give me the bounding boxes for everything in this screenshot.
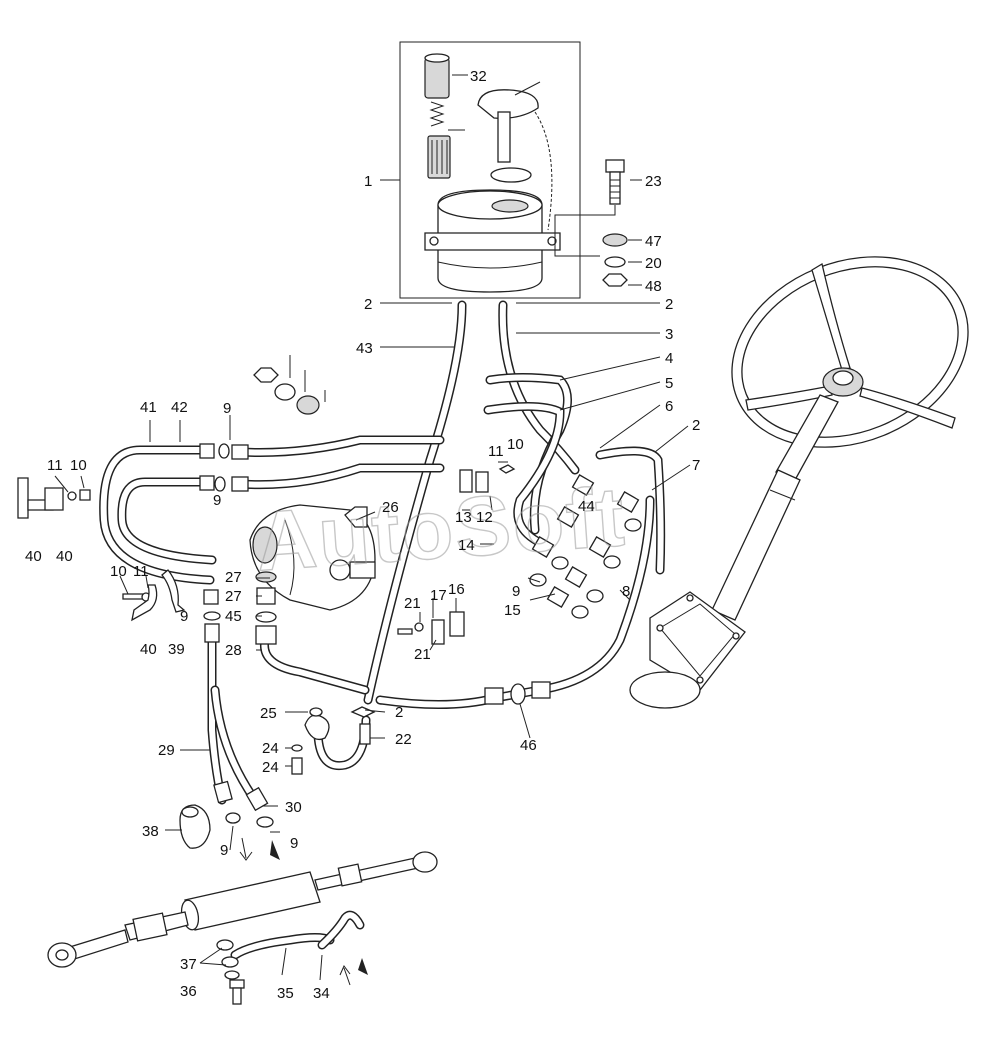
callout-41: 47 (645, 233, 662, 250)
callout-15: 15 (504, 602, 521, 619)
callout-18c: 24 (262, 740, 279, 757)
leader-lines (54, 74, 691, 981)
callout-34: 40 (140, 641, 157, 658)
callout-7: 7 (692, 457, 700, 474)
callout-10b: 10 (70, 457, 87, 474)
callout-39: 43 (356, 340, 373, 357)
callout-40c: 46 (520, 737, 537, 754)
callout-24: 27 (225, 569, 242, 586)
callout-9b: 9 (213, 492, 221, 509)
callout-3: 3 (665, 326, 673, 343)
callout-33: 39 (168, 641, 185, 658)
callout-30: 36 (180, 983, 197, 1000)
callout-18a: 20 (645, 255, 662, 272)
callout-21a: 23 (645, 173, 662, 190)
callout-37: 41 (140, 399, 157, 416)
callout-32: 38 (142, 823, 159, 840)
callout-labels: 32 1 23 47 20 48 2 2 3 43 4 5 6 41 42 9 … (25, 68, 700, 1002)
callout-26: 28 (225, 642, 242, 659)
callout-9c: 9 (512, 583, 520, 600)
callout-9f: 9 (220, 842, 228, 859)
callout-5: 5 (665, 375, 673, 392)
callout-13: 13 (455, 509, 472, 526)
steering-cylinder (47, 804, 438, 1005)
callout-17: 17 (430, 587, 447, 604)
callout-40b: 45 (225, 608, 242, 625)
callout-6: 6 (665, 398, 673, 415)
callout-23: 26 (382, 499, 399, 516)
callout-11c: 11 (133, 563, 149, 580)
callout-31: 37 (180, 956, 197, 973)
flow-arrows (239, 837, 368, 986)
callout-16: 16 (448, 581, 465, 598)
callout-21b: 24 (262, 759, 279, 776)
callout-2c: 2 (692, 417, 700, 434)
callout-2a: 2 (364, 296, 372, 313)
steering-wheel-assembly (629, 256, 969, 709)
callout-8: 8 (622, 583, 630, 600)
callout-38: 42 (171, 399, 188, 416)
callout-9a: 9 (223, 400, 231, 417)
callout-10a: 10 (507, 436, 524, 453)
callout-2b: 2 (665, 296, 673, 313)
callout-11b: 11 (47, 457, 63, 474)
callout-9e: 9 (290, 835, 298, 852)
hydraulic-pump (249, 504, 376, 611)
callout-40a: 44 (578, 498, 595, 515)
callout-22: 25 (260, 705, 277, 722)
callout-35: 40 (56, 548, 73, 565)
callout-9d: 9 (180, 608, 188, 625)
callout-28: 34 (313, 985, 330, 1002)
callout-25: 27 (225, 588, 242, 605)
fittings (17, 367, 642, 828)
callout-1: 1 (364, 173, 372, 190)
callout-42: 48 (645, 278, 662, 295)
callout-47: 32 (470, 68, 487, 85)
callout-18b: 21 (414, 646, 431, 663)
reservoir-assembly (399, 41, 628, 299)
callout-14: 14 (458, 537, 475, 554)
callout-27b: 30 (285, 799, 302, 816)
callout-20: 22 (395, 731, 412, 748)
callout-27a: 29 (158, 742, 175, 759)
callout-4: 4 (665, 350, 673, 367)
callout-19: 21 (404, 595, 421, 612)
callout-10c: 10 (110, 563, 127, 580)
callout-29: 35 (277, 985, 294, 1002)
callout-11a: 11 (488, 443, 504, 460)
callout-36: 40 (25, 548, 42, 565)
callout-12: 12 (476, 509, 493, 526)
callout-2d: 2 (395, 704, 403, 721)
